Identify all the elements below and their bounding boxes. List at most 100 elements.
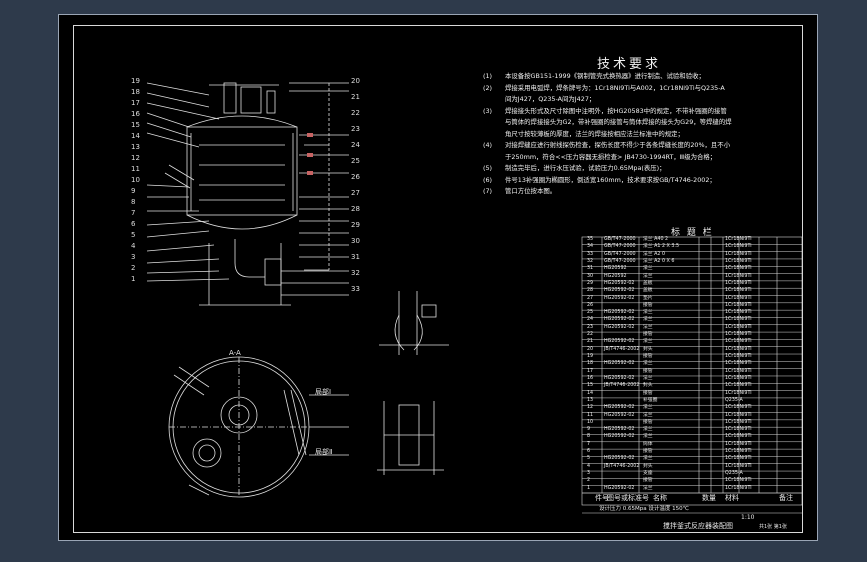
table-cell-name: 盖板: [643, 288, 653, 294]
table-cell-name: 法兰: [643, 310, 653, 316]
part-number-right: 25: [351, 157, 360, 165]
vessel-drawing: [146, 82, 803, 514]
requirement-number: (5): [483, 164, 493, 172]
table-cell-mat: Q235-A: [725, 397, 743, 403]
table-cell-no: 27: [587, 295, 594, 301]
table-cell-mat: 1Cr18Ni9Ti: [725, 302, 752, 308]
title-block-spec: 设计压力 0.65Mpa 设计温度 150℃: [599, 506, 689, 512]
table-cell-name: 法兰: [643, 427, 653, 433]
part-number-left: 14: [131, 132, 140, 140]
part-number-left: 8: [131, 198, 136, 206]
vessel-shell: [186, 126, 298, 216]
table-cell-name: 接管: [643, 419, 653, 425]
table-cell-mat: 1Cr18Ni9Ti: [725, 449, 752, 455]
table-cell-no: 14: [587, 390, 594, 396]
top-head: [186, 115, 298, 128]
table-cell-mat: 1Cr18Ni9Ti: [725, 332, 752, 338]
table-cell-name: 筒体: [643, 441, 653, 447]
table-cell-name: 法兰 A2 0: [643, 251, 666, 257]
part-number-right: 28: [351, 205, 360, 213]
table-cell-mat: 1Cr18Ni9Ti: [725, 258, 752, 264]
table-cell-mat: 1Cr18Ni9Ti: [725, 485, 752, 491]
table-cell-no: 13: [587, 397, 594, 403]
table-cell-no: 21: [587, 339, 594, 345]
table-cell-no: 23: [587, 324, 594, 330]
requirement-text: 焊接接头形式及尺寸除图中注明外，按HG20583中的规定，不带补强圈的接管: [505, 106, 727, 115]
part-number-right: 22: [351, 109, 360, 117]
table-cell-name: 法兰 A1 2 X 3.5: [643, 244, 679, 250]
table-cell-no: 5: [587, 456, 591, 462]
table-cell-no: 8: [587, 434, 591, 440]
requirement-text: 对接焊缝应进行射线探伤检查，探伤长度不得少于各条焊缝长度的20%，且不小: [505, 141, 731, 149]
table-cell-code: HG20592-02: [604, 288, 635, 294]
table-cell-name: 垫片: [643, 295, 653, 301]
table-cell-name: 盖板: [643, 280, 653, 286]
table-cell-code: GB/T47-2000: [604, 258, 636, 264]
part-number-left: 2: [131, 264, 136, 272]
part-number-right: 20: [351, 77, 360, 85]
table-cell-code: HG20592-02: [604, 317, 635, 323]
table-cell-no: 29: [587, 280, 594, 286]
table-cell-no: 33: [587, 251, 594, 257]
table-cell-name: 法兰: [643, 317, 653, 323]
part-number-right: 30: [351, 237, 360, 245]
table-cell-no: 26: [587, 302, 594, 308]
section-label: A-A: [229, 349, 241, 357]
table-cell-mat: 1Cr18Ni9Ti: [725, 478, 752, 484]
table-cell-code: HG20592-02: [604, 427, 635, 433]
table-cell-no: 35: [587, 237, 594, 242]
table-cell-name: 接管: [643, 478, 653, 484]
requirement-number: (2): [483, 83, 493, 92]
table-cell-no: 2: [587, 478, 591, 484]
table-cell-mat: 1Cr18Ni9Ti: [725, 383, 752, 389]
table-cell-code: JB/T4746-2002: [604, 463, 640, 469]
table-cell-code: JB/T4746-2002: [604, 346, 640, 352]
table-cell-no: 1: [587, 485, 591, 491]
table-cell-code: HG20592-02: [604, 456, 635, 462]
drawing-frame: [73, 25, 803, 533]
table-cell-name: 法兰: [643, 405, 653, 411]
requirement-number: (3): [483, 106, 493, 115]
requirement-number: (4): [483, 141, 493, 149]
table-cell-code: HG20592: [604, 266, 627, 272]
detail-label-1: 局部Ⅰ: [315, 388, 332, 396]
table-cell-name: 法兰: [643, 412, 653, 418]
part-number-left: 3: [131, 253, 136, 261]
table-cell-code: GB/T47-2000: [604, 251, 636, 257]
requirements-title: 技术要求: [597, 57, 662, 72]
table-cell-mat: 1Cr18Ni9Ti: [725, 237, 752, 242]
requirement-text: 角尺寸按较薄板的厚度，法兰的焊接按相应法兰标准中的规定；: [505, 129, 684, 138]
table-cell-no: 19: [587, 354, 594, 360]
table-cell-code: HG20592-02: [604, 339, 635, 345]
requirement-text: 焊接采用电弧焊，焊条牌号为：1Cr18Ni9Ti与A002，1Cr18Ni9Ti…: [505, 83, 725, 92]
part-number-left: 13: [131, 143, 140, 151]
part-number-right: 33: [351, 285, 360, 293]
table-cell-no: 4: [587, 463, 591, 469]
table-cell-code: HG20592: [604, 273, 627, 279]
requirement-text: 件号13补强圈为椭圆形，倒适宽160mm，技术要求按GB/T4746-2002；: [505, 175, 716, 184]
parts-table-title: 标 题 栏: [671, 228, 714, 238]
table-cell-mat: 1Cr18Ni9Ti: [725, 280, 752, 286]
part-number-right: 29: [351, 221, 360, 229]
table-cell-no: 3: [587, 471, 591, 477]
header-name: 名称: [653, 494, 667, 502]
table-cell-name: 支座: [643, 471, 653, 477]
table-cell-no: 16: [587, 375, 594, 381]
part-number-right: 27: [351, 189, 360, 197]
header-no: 件号: [595, 494, 609, 502]
table-cell-name: 接管: [643, 449, 653, 455]
table-cell-no: 34: [587, 244, 594, 250]
section-view: [168, 356, 349, 498]
header-qty: 数量: [702, 494, 716, 502]
table-cell-mat: 1Cr18Ni9Ti: [725, 375, 752, 381]
table-cell-mat: 1Cr18Ni9Ti: [725, 317, 752, 323]
table-cell-mat: 1Cr18Ni9Ti: [725, 354, 752, 360]
table-cell-no: 25: [587, 310, 594, 316]
table-cell-no: 28: [587, 288, 594, 294]
requirement-text: 于250mm，符合<<压力容器无损检查> JB4730-1994RT，Ⅲ级为合格…: [505, 152, 717, 161]
table-cell-mat: 1Cr18Ni9Ti: [725, 346, 752, 352]
table-cell-mat: 1Cr18Ni9Ti: [725, 405, 752, 411]
bottom-head: [186, 214, 298, 230]
table-cell-name: 法兰: [643, 375, 653, 381]
